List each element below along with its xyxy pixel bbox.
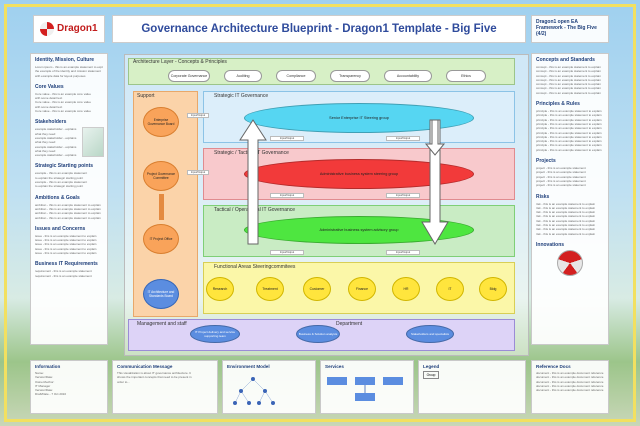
- concept-pill[interactable]: Compliance: [276, 70, 316, 82]
- strategic-starting-points-section: Strategic Starting points example - this…: [31, 163, 107, 188]
- innovations-wheel-icon: [557, 249, 583, 276]
- concept-pill[interactable]: Ethics: [446, 70, 486, 82]
- io-tag: Input/Output: [270, 136, 304, 141]
- stakeholders-ellipse[interactable]: Stakeholders and specialists: [406, 325, 454, 343]
- left-sidebar: Identity, Mission, Culture Lorem ipsum -…: [30, 53, 108, 345]
- functional-area[interactable]: Research: [206, 277, 234, 301]
- functional-area[interactable]: HR: [392, 277, 420, 301]
- stakeholders-lines: example stakeholder - explains what they…: [35, 127, 77, 158]
- project-governance-committee[interactable]: Project Governance Committee: [143, 161, 179, 191]
- small-down-arrow-icon: [425, 120, 445, 156]
- io-tag: Input/Output: [386, 250, 420, 255]
- framework-title: Dragon1 open EA Framework - The Big Five…: [536, 19, 597, 37]
- identity-title: Identity, Mission, Culture: [35, 57, 95, 63]
- services-diagram-icon: [327, 377, 403, 401]
- strategic-starting-points-title: Strategic Starting points: [35, 163, 94, 170]
- io-tag: Input/Output: [187, 113, 209, 118]
- analysts-ellipse[interactable]: Business & Solution analysts: [296, 325, 340, 343]
- concept-pill[interactable]: Corporate Governance: [168, 70, 210, 82]
- concept-pill[interactable]: Auditing: [224, 70, 262, 82]
- ambitions-section: Ambitions & Goals ambition - this is an …: [31, 195, 107, 220]
- title-bar: Governance Architecture Blueprint - Drag…: [112, 15, 526, 43]
- innovations-section: Innovations: [532, 242, 608, 276]
- issues-title: Issues and Concerns: [35, 225, 86, 232]
- dragon1-logo-icon: [40, 22, 54, 36]
- delivery-team-ellipse[interactable]: IT Project delivery and service supporti…: [190, 325, 240, 343]
- principles-section: Principles & Rules principle - this is a…: [532, 101, 608, 152]
- risks-section: Risks risk - this is an example statemen…: [532, 194, 608, 236]
- legend-group-box: Group: [423, 371, 439, 379]
- stakeholders-title: Stakeholders: [35, 119, 67, 126]
- logo: Dragon1: [33, 15, 105, 43]
- core-values-title: Core Values: [35, 83, 64, 90]
- stakeholders-section: Stakeholders example stakeholder - expla…: [31, 119, 107, 158]
- functional-area[interactable]: Finance: [348, 277, 376, 301]
- io-tag: Input/Output: [386, 136, 420, 141]
- projects-title: Projects: [536, 158, 556, 165]
- functional-label: Functional Areas Steeringcommitees: [214, 264, 296, 270]
- io-tag: Input/Output: [187, 170, 209, 175]
- stakeholders-photo-icon: [82, 127, 104, 158]
- reference-docs-title: Reference Docs: [536, 364, 571, 369]
- core-values-section: Core Values Core value - this is an exam…: [31, 84, 107, 113]
- services-title: Services: [325, 364, 344, 369]
- support-connector: [159, 194, 164, 220]
- framework-title-panel: Dragon1 open EA Framework - The Big Five…: [531, 15, 609, 43]
- strategic-label: Strategic IT Governance: [214, 93, 269, 99]
- functional-area[interactable]: Treatment: [256, 277, 284, 301]
- issues-section: Issues and Concerns issue - this is an e…: [31, 226, 107, 255]
- environment-panel: Environment Model: [222, 360, 316, 414]
- principles-title: Principles & Rules: [536, 101, 580, 108]
- core-values-lines: Core value - this is an example core val…: [35, 91, 91, 114]
- business-it-title: Business IT Requirements: [35, 261, 98, 268]
- up-arrow-icon: [239, 119, 267, 245]
- functional-area[interactable]: Bldg: [479, 277, 507, 301]
- enterprise-governance-board[interactable]: Enterprise Governance Board: [143, 107, 179, 137]
- page-title: Governance Architecture Blueprint - Drag…: [141, 23, 497, 35]
- ambitions-title: Ambitions & Goals: [35, 194, 80, 201]
- concepts-section: Concepts and Standards concept - this is…: [532, 57, 608, 95]
- logo-text: Dragon1: [57, 23, 98, 34]
- poster-frame: [4, 4, 636, 422]
- architecture-layer-label: Architecture Layer - Concepts & Principl…: [133, 59, 227, 65]
- it-architecture-board[interactable]: IT Architecture and Standards Board: [143, 279, 179, 309]
- concept-pill[interactable]: Accountability: [384, 70, 432, 82]
- identity-lines: Lorem ipsum - this is an example stateme…: [35, 65, 103, 78]
- legend-panel: Legend Group: [418, 360, 526, 414]
- functional-area[interactable]: IT: [436, 277, 464, 301]
- functional-area[interactable]: Customer: [303, 277, 331, 301]
- identity-section: Identity, Mission, Culture Lorem ipsum -…: [31, 57, 107, 78]
- business-it-section: Business IT Requirements requirement - t…: [31, 261, 107, 278]
- reference-docs-panel: Reference Docs document - this is an exa…: [531, 360, 609, 414]
- communication-title: Communication Message: [117, 364, 173, 369]
- legend-title: Legend: [423, 364, 440, 369]
- risks-title: Risks: [536, 193, 550, 200]
- information-panel: Information Name: Version/Date: Owner/Au…: [30, 360, 108, 414]
- it-project-office[interactable]: IT Project Office: [143, 224, 179, 254]
- right-sidebar: Concepts and Standards concept - this is…: [531, 53, 609, 345]
- environment-model-icon: [233, 377, 275, 405]
- support-label: Support: [137, 93, 155, 99]
- communication-panel: Communication Message This visualization…: [112, 360, 218, 414]
- information-title: Information: [35, 364, 61, 369]
- environment-title: Environment Model: [227, 364, 270, 369]
- management-label: Management and staff: [137, 321, 187, 327]
- projects-section: Projects project - this is an example st…: [532, 158, 608, 187]
- concepts-title: Concepts and Standards: [536, 57, 595, 63]
- io-tag: Input/Output: [386, 193, 420, 198]
- innovations-title: Innovations: [536, 241, 565, 248]
- services-panel: Services: [320, 360, 414, 414]
- concept-pill[interactable]: Transparency: [330, 70, 370, 82]
- department-label: Department: [336, 321, 363, 327]
- io-tag: Input/Output: [270, 250, 304, 255]
- io-tag: Input/Output: [270, 193, 304, 198]
- down-arrow-icon: [421, 119, 449, 245]
